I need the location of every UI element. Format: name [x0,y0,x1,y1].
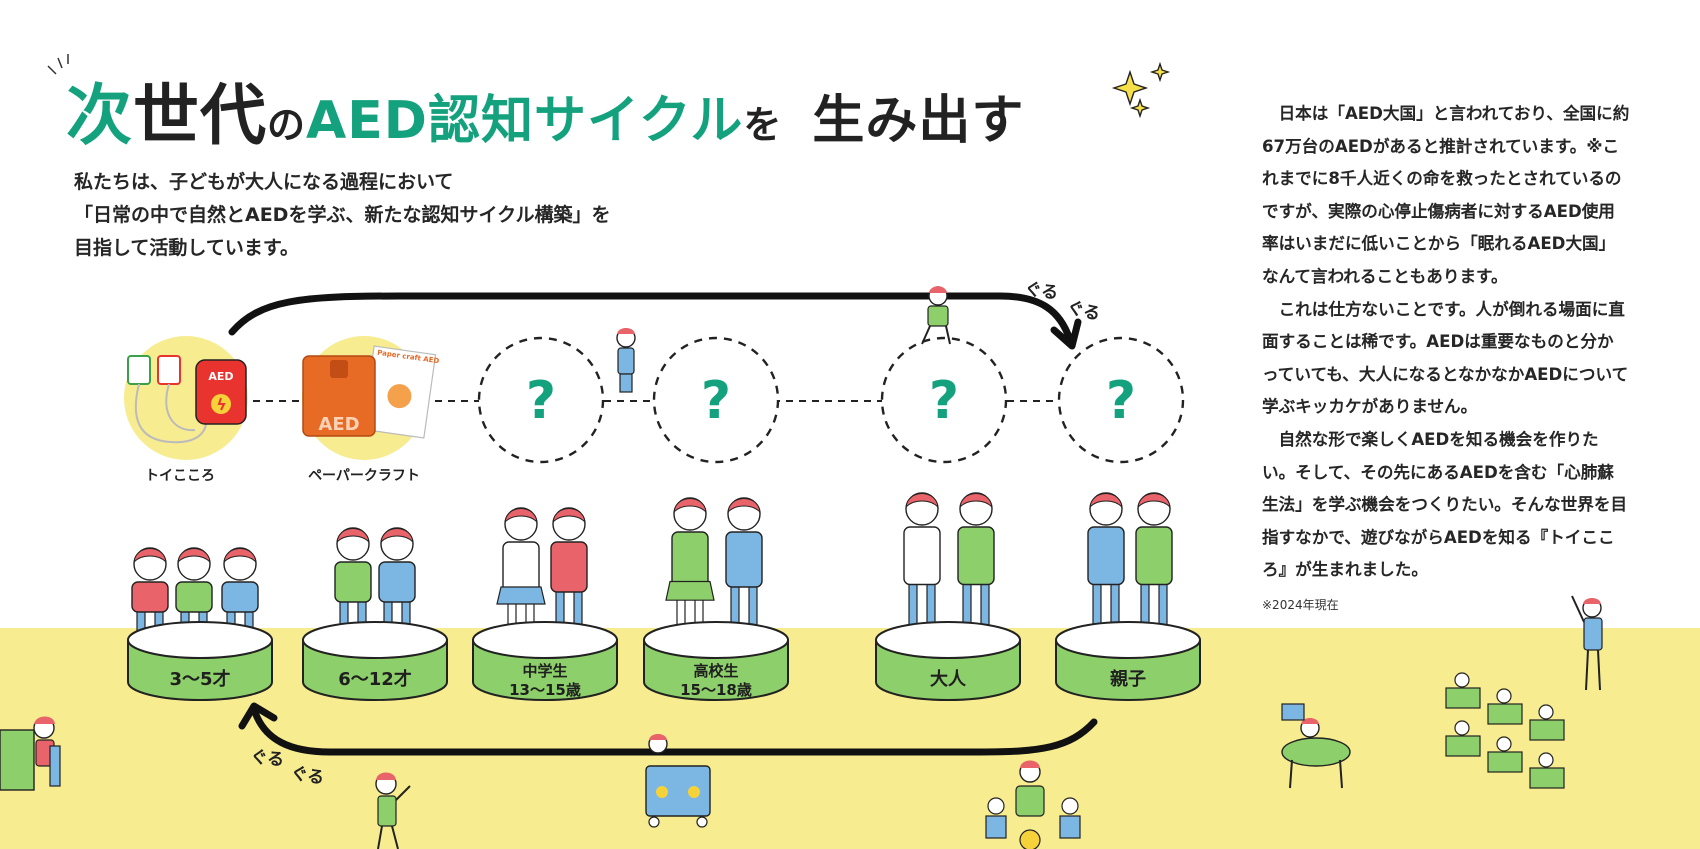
playing-children-figure [985,760,1081,849]
item-label-papercraft: ペーパークラフト [308,468,420,484]
toy-aed-label: AED [208,370,233,383]
sitting-reader-figure [921,286,951,345]
footnote: ※2024年現在 [1262,598,1339,612]
stage-sublabel-3: 13～15歳 [509,681,581,699]
stage-label-4: 高校生 [693,662,738,680]
question-circle-3: ? [880,336,1008,464]
top-arrow-head-icon [1050,318,1082,350]
stage-1-person-3 [221,547,259,641]
intro-line-3: 目指して活動しています。 [74,237,299,259]
question-circle-1: ? [477,336,605,464]
pedestal-2 [302,621,448,701]
stage-3-person-2 [550,507,588,641]
stage-4-person-2 [725,497,763,641]
headline: 次世代のAED認知サイクルを生み出す [66,62,1024,158]
guruguru-top-2: ぐる [1065,297,1103,325]
stage-label-3: 中学生 [522,662,567,680]
question-mark-1: ? [526,371,556,431]
headline-part-5: を [743,103,783,147]
stage-1-person-1 [131,547,169,641]
top-cycle-arrow [228,292,1074,344]
pedestal-5 [875,621,1021,701]
question-circle-4: ? [1057,336,1185,464]
pedestal-1 [127,621,273,701]
bottom-arrow-head-icon [238,702,278,730]
intro-line-2: 「日常の中で自然とAEDを学ぶ、新たな認知サイクル構築」を [74,204,611,226]
stage-5-person-1 [903,492,941,641]
stage-sublabel-4: 15～18歳 [680,681,752,699]
stage-2-person-2 [378,527,416,641]
stage-label-1: 3～5才 [169,668,230,690]
question-mark-3: ? [929,371,959,431]
classroom-figure [1445,672,1565,789]
stage-6-person-1 [1087,492,1125,641]
stage-4-person-1 [665,497,715,641]
pedestal-3 [472,621,618,701]
body-paragraph-2: これは仕方ないことです。人が倒れる場面に直面することは稀です。AEDは重要なもの… [1262,299,1629,417]
item-label-toy: トイこころ [145,468,215,484]
sparkle-icon [1111,61,1171,119]
item-paper-craft: Paper craft AED AED ペーパークラフト [302,336,440,484]
guruguru-top-1: ぐる [1023,279,1059,303]
intro-line-1: 私たちは、子どもが大人になる過程において [74,171,454,193]
stage-label-6: 親子 [1110,668,1146,690]
headline-part-3: の [267,103,307,147]
question-mark-2: ? [701,371,731,431]
stage-6-person-2 [1135,492,1173,641]
pedestal-4 [643,621,789,701]
stage-label-2: 6～12才 [338,668,412,690]
bottom-cycle-arrow [251,708,1098,756]
floor-background [0,628,1700,849]
headline-part-4: AED認知サイクル [306,91,744,151]
desk-worker-figure [0,716,61,791]
question-mark-4: ? [1106,371,1136,431]
item-toy-aed: AED トイこころ [124,336,248,484]
guruguru-bottom-1: ぐる [249,747,285,770]
papercraft-aed-label: AED [318,414,359,435]
small-student-figure [616,328,636,393]
headline-part-6: 生み出す [812,91,1025,151]
stage-3-person-1 [496,507,546,641]
stage-label-5: 大人 [930,668,967,690]
body-text: 日本は「AED大国」と言われており、全国に約67万台のAEDがあると推計されてい… [1262,98,1630,587]
body-paragraph-3: 自然な形で楽しくAEDを知る機会を作りたい。そして、その先にあるAEDを含む「心… [1262,429,1628,580]
accent-marks-icon [47,54,69,75]
meeting-table-figure [1281,703,1351,789]
body-paragraph-1: 日本は「AED大国」と言われており、全国に約67万台のAEDがあると推計されてい… [1262,104,1630,286]
headline-part-1: 次 [66,77,133,154]
intro-text: 私たちは、子どもが大人になる過程において 「日常の中で自然とAEDを学ぶ、新たな… [74,166,694,265]
toy-cart-figure [645,734,711,828]
pedestal-6 [1055,621,1201,701]
stage-5-person-2 [957,492,995,641]
guruguru-bottom-2: ぐる [289,763,326,789]
walking-person-figure [375,772,411,849]
headline-part-2: 世代 [133,77,267,154]
question-circle-2: ? [652,336,780,464]
teacher-figure [1571,595,1603,691]
